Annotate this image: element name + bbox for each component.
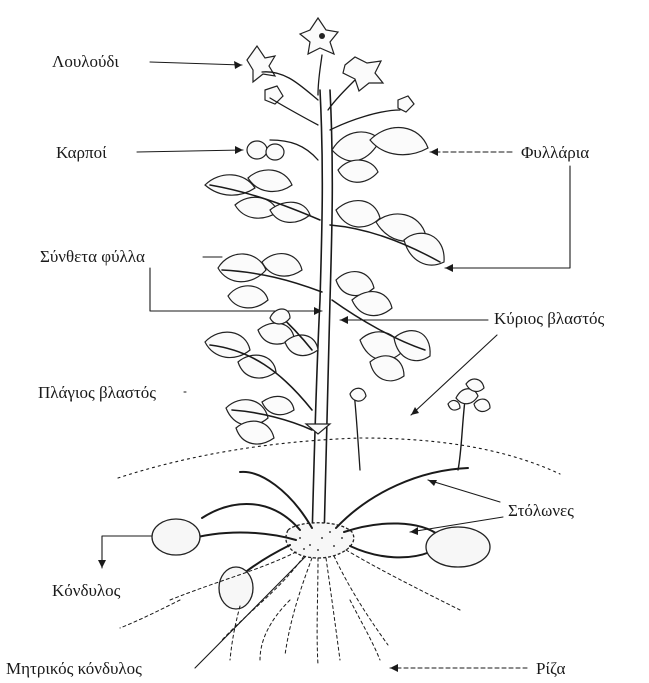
label-flower: Λουλούδι bbox=[52, 52, 119, 71]
arrowhead-leaflets-b bbox=[445, 264, 453, 272]
arrowhead-stolon-b bbox=[410, 527, 418, 535]
label-stolons: Στόλωνες bbox=[508, 501, 574, 520]
arrowhead-main-stem bbox=[340, 316, 348, 324]
leader-fruits bbox=[137, 150, 243, 152]
emerging-shoot bbox=[448, 379, 490, 470]
fruit-2 bbox=[266, 144, 284, 160]
label-main-stem: Κύριος βλαστός bbox=[494, 309, 605, 328]
arrowhead-fruits bbox=[235, 146, 243, 154]
flower-left bbox=[247, 46, 275, 82]
soil-line bbox=[118, 438, 560, 478]
label-compound-leaves: Σύνθετα φύλλα bbox=[40, 247, 145, 266]
label-mother-tuber: Μητρικός κόνδυλος bbox=[6, 659, 142, 678]
label-leaflets: Φυλλάρια bbox=[521, 143, 589, 162]
arrowhead-root bbox=[390, 664, 398, 672]
arrowhead-tuber bbox=[98, 560, 106, 568]
label-fruits: Καρποί bbox=[56, 143, 107, 162]
arrowhead-stolon-a bbox=[428, 480, 437, 486]
arrowhead-compound-leaves bbox=[314, 307, 322, 315]
leader-stolons-a bbox=[428, 480, 500, 502]
label-root: Ρίζα bbox=[536, 659, 565, 678]
leader-leaflets-b bbox=[445, 166, 570, 268]
tuber-right bbox=[426, 527, 490, 567]
arrowhead-flower bbox=[234, 61, 242, 69]
label-lateral-stem: Πλάγιος βλαστός bbox=[38, 383, 156, 402]
leader-flower bbox=[150, 62, 242, 65]
leader-tuber bbox=[102, 536, 152, 568]
flower-bud-1 bbox=[265, 86, 283, 104]
roots bbox=[120, 550, 460, 665]
label-tuber: Κόνδυλος bbox=[52, 581, 121, 600]
tuber-left bbox=[152, 519, 200, 555]
fruit-1 bbox=[247, 141, 267, 159]
tuber-bottom-left bbox=[219, 567, 253, 609]
arrowhead-leaflets bbox=[430, 148, 438, 156]
leaves bbox=[205, 128, 444, 470]
